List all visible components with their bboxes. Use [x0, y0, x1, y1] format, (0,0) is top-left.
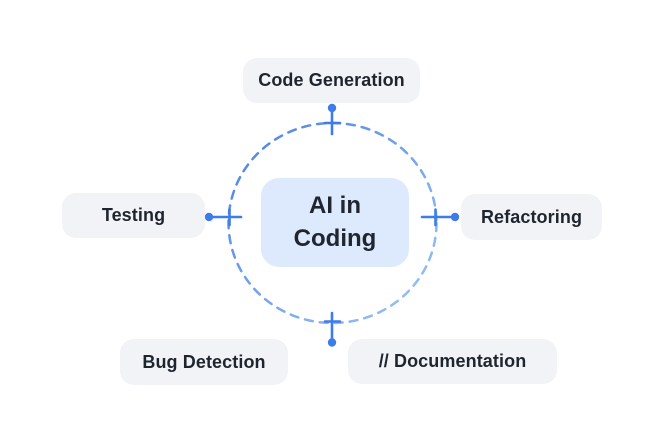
connector-top: [323, 103, 342, 136]
connector-right: [420, 208, 460, 227]
node-testing: Testing: [62, 193, 205, 238]
node-label-testing: Testing: [101, 205, 166, 225]
node-bug-detection: Bug Detection: [120, 339, 288, 385]
node-label-code-generation: Code Generation: [258, 70, 405, 90]
node-label-bug-detection: Bug Detection: [142, 351, 266, 372]
connector-bottom: [323, 311, 342, 347]
connector-dot-top: [327, 103, 337, 113]
connector-left: [204, 208, 243, 227]
node-label-refactoring: Refactoring: [480, 206, 583, 227]
connector-dot-left: [204, 212, 214, 222]
node-documentation: // Documentation: [348, 339, 557, 384]
node-refactoring: Refactoring: [461, 194, 602, 240]
node-code-generation: Code Generation: [243, 58, 420, 103]
center-node: AI in Coding: [261, 178, 409, 267]
connector-dot-right: [450, 212, 460, 222]
node-label-documentation: // Documentation: [378, 351, 527, 371]
connector-dot-bottom: [327, 338, 337, 347]
center-node-label: AI in Coding: [293, 192, 377, 252]
